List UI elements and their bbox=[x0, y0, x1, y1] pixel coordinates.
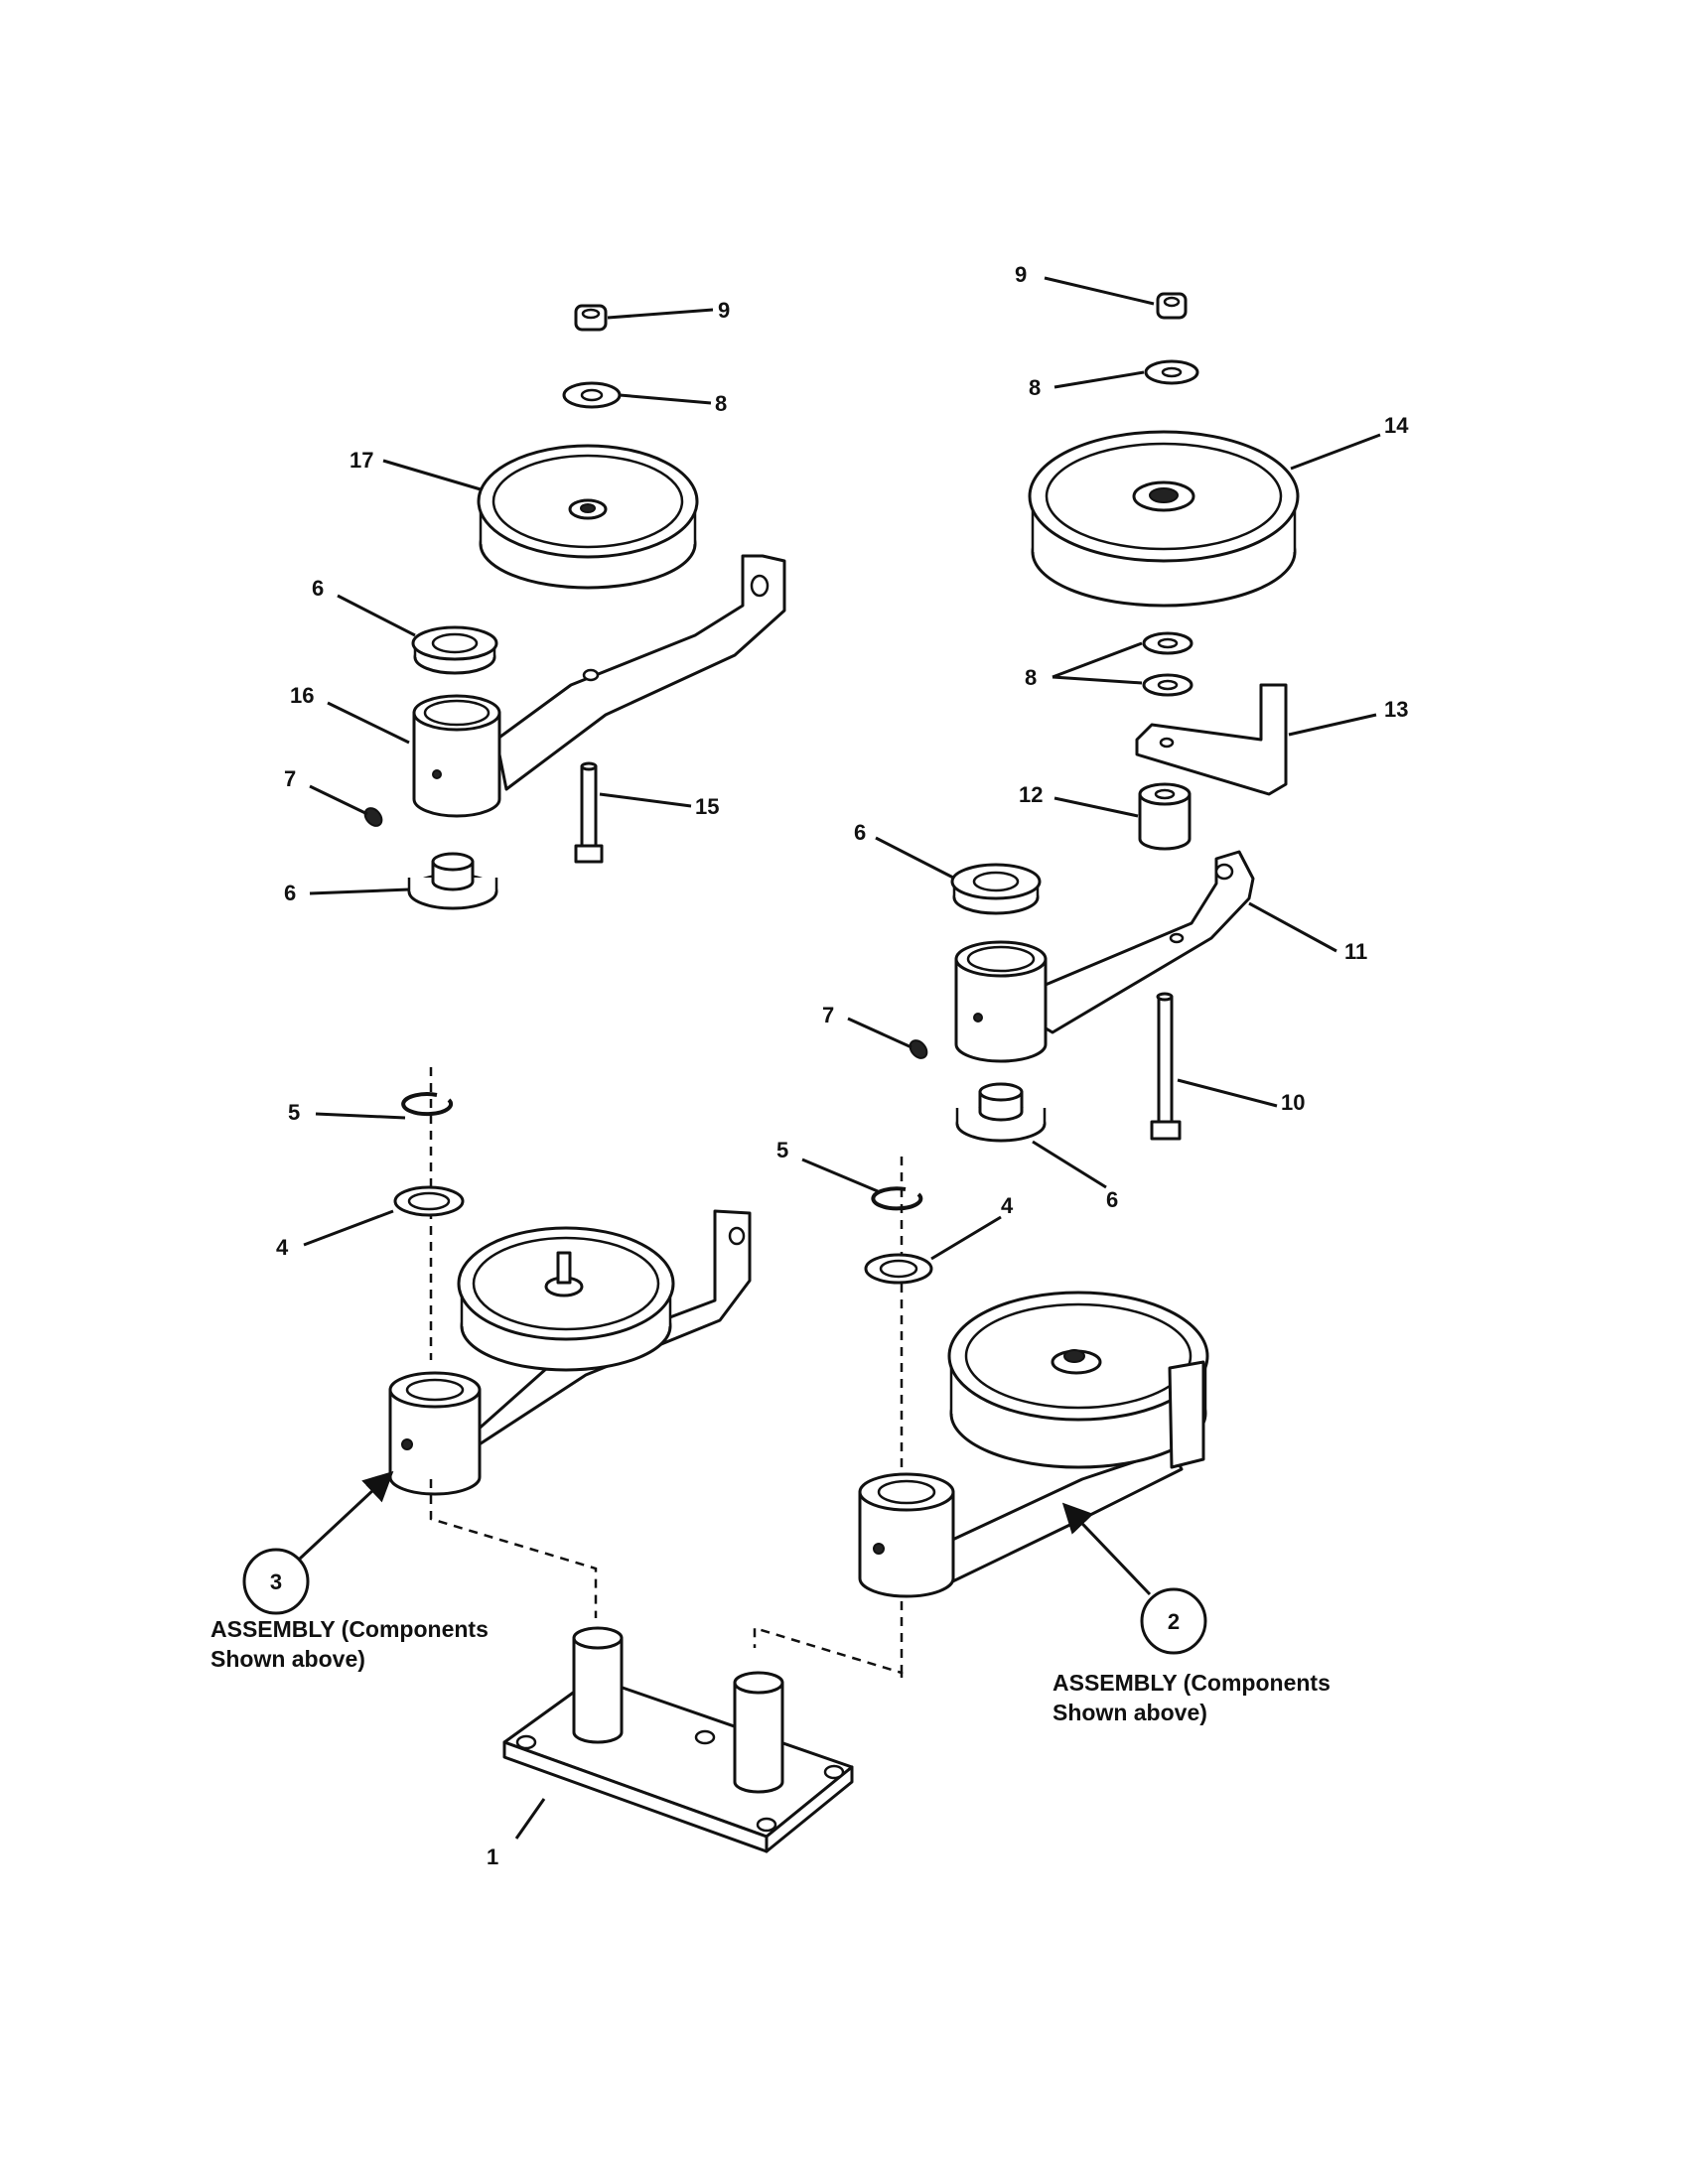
callout-4: 4 bbox=[1001, 1193, 1014, 1218]
callout-7: 7 bbox=[822, 1003, 834, 1027]
callout-8: 8 bbox=[715, 391, 727, 416]
assembly-3-label-line2: Shown above) bbox=[210, 1646, 365, 1672]
pulley-part-17 bbox=[477, 444, 699, 590]
callout-14: 14 bbox=[1384, 413, 1409, 438]
assembly-2-number: 2 bbox=[1168, 1609, 1180, 1634]
washer-pair-part-8 bbox=[1142, 631, 1193, 697]
assembly-3-label: ASSEMBLY (Components Shown above) bbox=[210, 1614, 489, 1674]
callout-8: 8 bbox=[1029, 375, 1041, 400]
snap-ring-part-5-right bbox=[871, 1186, 923, 1211]
assembly-2-label-line2: Shown above) bbox=[1052, 1700, 1207, 1725]
bracket-part-13 bbox=[1135, 683, 1288, 796]
assembly-2-label: ASSEMBLY (Components Shown above) bbox=[1052, 1668, 1331, 1727]
bushing-part-6-lower bbox=[407, 852, 498, 910]
assembly-3-label-line1: ASSEMBLY (Components bbox=[210, 1616, 489, 1642]
washer-part-4-right bbox=[864, 1253, 933, 1285]
callout-8: 8 bbox=[1025, 665, 1037, 690]
bolt-part-10 bbox=[1150, 992, 1182, 1141]
washer-part-8 bbox=[562, 381, 622, 409]
callout-10: 10 bbox=[1281, 1090, 1305, 1115]
callout-5: 5 bbox=[288, 1100, 300, 1125]
washer-part-4 bbox=[393, 1185, 465, 1217]
callout-9: 9 bbox=[1015, 262, 1027, 287]
setscrew-part-7 bbox=[363, 807, 383, 827]
nut-part-9-right bbox=[1156, 292, 1188, 320]
pulley-part-14 bbox=[1028, 430, 1300, 608]
idler-arm-part-16 bbox=[412, 554, 786, 818]
bushing-part-6 bbox=[411, 625, 498, 675]
assembly-2-marker: 2 bbox=[1140, 1587, 1207, 1655]
bushing-part-6-right-upper bbox=[950, 863, 1042, 915]
callout-15: 15 bbox=[695, 794, 719, 819]
assembly-3-number: 3 bbox=[270, 1570, 282, 1594]
callout-11: 11 bbox=[1344, 939, 1367, 964]
nut-part-9 bbox=[574, 304, 608, 332]
callout-9: 9 bbox=[718, 298, 730, 323]
assembly-2-label-line1: ASSEMBLY (Components bbox=[1052, 1670, 1331, 1696]
callout-4: 4 bbox=[276, 1235, 289, 1260]
callout-7: 7 bbox=[284, 766, 296, 791]
callout-6: 6 bbox=[1106, 1187, 1118, 1212]
callout-6: 6 bbox=[854, 820, 866, 845]
callout-16: 16 bbox=[290, 683, 314, 708]
idler-assembly-2 bbox=[858, 1291, 1209, 1598]
snap-ring-part-5 bbox=[401, 1092, 454, 1117]
idler-arm-part-11 bbox=[954, 850, 1255, 1063]
bolt-part-15 bbox=[574, 761, 604, 864]
assembly-3-marker: 3 bbox=[242, 1548, 310, 1615]
callout-13: 13 bbox=[1384, 697, 1408, 722]
washer-part-8-right bbox=[1144, 359, 1199, 385]
base-plate-part-1 bbox=[502, 1626, 854, 1853]
callout-6: 6 bbox=[284, 881, 296, 905]
bushing-part-6-right-lower bbox=[955, 1082, 1047, 1143]
setscrew-part-7-right bbox=[909, 1039, 928, 1059]
spacer-part-12 bbox=[1138, 782, 1192, 851]
callout-17: 17 bbox=[350, 448, 373, 473]
callout-5: 5 bbox=[776, 1138, 788, 1162]
callout-6: 6 bbox=[312, 576, 324, 601]
leader-lines bbox=[298, 276, 1381, 1840]
idler-assembly-3 bbox=[388, 1209, 752, 1496]
callout-1: 1 bbox=[487, 1844, 498, 1869]
callout-12: 12 bbox=[1019, 782, 1043, 807]
